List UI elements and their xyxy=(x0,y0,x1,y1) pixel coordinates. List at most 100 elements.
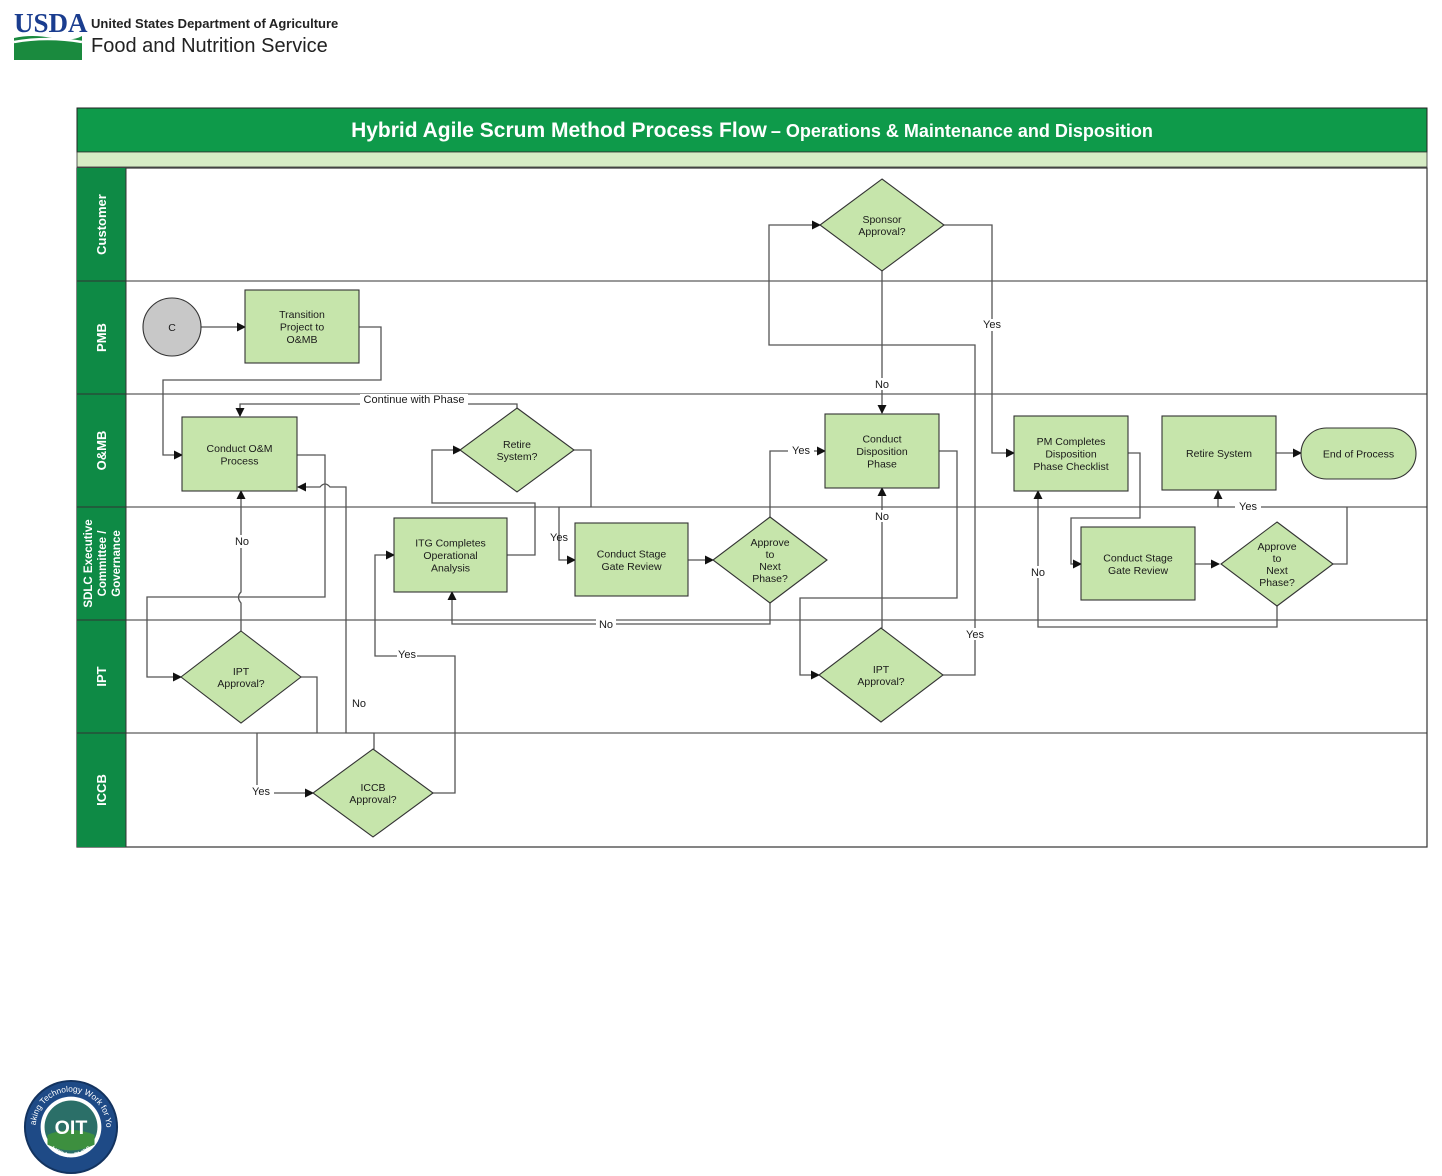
node-shape xyxy=(1161,415,1277,491)
usda-logo-text: USDA xyxy=(14,8,88,38)
label-iccb-no: No xyxy=(352,698,366,710)
node-label-line: Next xyxy=(1266,565,1288,577)
node-shape xyxy=(180,630,302,724)
node-shape xyxy=(574,522,689,597)
node-label-line: Next xyxy=(759,561,781,573)
edge-sponsor-yes xyxy=(944,224,1015,458)
label-approve2-yes: Yes xyxy=(1239,501,1257,513)
label-approve1-yes: Yes xyxy=(792,445,810,457)
lane-label-line: IPT xyxy=(94,666,109,686)
node-label-line: IPT xyxy=(873,664,890,676)
usda-logo: USDA xyxy=(13,8,88,60)
title-bar xyxy=(76,107,1428,153)
node-shape xyxy=(712,516,828,604)
node-label: End of Process xyxy=(1323,449,1394,461)
edge-disposition-to-ipt2 xyxy=(799,450,958,680)
node-label-line: Gate Review xyxy=(601,561,662,573)
node-shape xyxy=(1013,415,1129,492)
node-shape xyxy=(824,413,940,489)
edge-om-to-ipt1 xyxy=(146,454,326,682)
node-label-line: to xyxy=(1273,553,1282,565)
node-label-line: Approval? xyxy=(858,226,905,238)
node-label-line: Disposition xyxy=(856,446,908,458)
node-label-line: Approve xyxy=(1257,541,1296,553)
edge-iccb-no xyxy=(297,482,375,749)
node-shape xyxy=(459,407,575,493)
node-start-c: C xyxy=(142,297,202,357)
lane-label-line: Governance xyxy=(111,530,123,596)
edge-labels: Continue with Phase Yes No Yes No Yes No… xyxy=(232,319,1261,798)
node-label-line: Process xyxy=(221,455,259,467)
node-label-line: Conduct Stage xyxy=(597,548,667,560)
service-name: Food and Nutrition Service xyxy=(91,35,328,57)
node-shape xyxy=(1300,427,1417,480)
label-approve1-no: No xyxy=(599,619,613,631)
usda-logo-band xyxy=(13,37,83,44)
lane-label-omb: O&MB xyxy=(94,431,109,471)
node-label-line: Project to xyxy=(280,322,325,334)
lane-label-line: ICCB xyxy=(94,774,109,806)
usda-header: USDA United States Department of Agricul… xyxy=(13,8,338,60)
edge-checklist-to-sg2 xyxy=(1070,452,1141,569)
node-label-line: System? xyxy=(497,451,538,463)
diagram-title: Hybrid Agile Scrum Method Process Flow– … xyxy=(351,119,1153,142)
node-label-line: Operational xyxy=(423,550,477,562)
node-label-line: C xyxy=(168,322,176,334)
title-subbar xyxy=(76,151,1428,168)
label-retire-yes: Yes xyxy=(550,532,568,544)
edge-itg-to-retire xyxy=(431,445,536,556)
label-approve2-no: No xyxy=(1031,567,1045,579)
node-label-line: Conduct O&M xyxy=(207,443,273,455)
node-label-line: Approve xyxy=(750,537,789,549)
node-shape xyxy=(1220,521,1334,607)
node-label-line: Phase xyxy=(867,459,897,471)
diagram-title-main: Hybrid Agile Scrum Method Process Flow xyxy=(351,119,767,142)
node-label-line: Conduct xyxy=(862,434,901,446)
lane-label-line: Committee / xyxy=(97,530,109,597)
lane-label-pmb: PMB xyxy=(94,323,109,352)
oit-leaf xyxy=(47,1129,95,1151)
diagram-title-sub: – Operations & Maintenance and Dispositi… xyxy=(771,121,1153,141)
edge-approve2-no xyxy=(1033,490,1278,628)
node-label-line: PM Completes xyxy=(1037,436,1106,448)
node-label-line: Retire xyxy=(503,439,531,451)
label-sponsor-yes: Yes xyxy=(983,319,1001,331)
node-label-line: to xyxy=(766,549,775,561)
node-shape xyxy=(142,297,202,357)
label-sponsor-no: No xyxy=(875,379,889,391)
node-label-line: Analysis xyxy=(431,563,470,575)
lane-label-iccb: ICCB xyxy=(94,774,109,806)
node-end: End of Process xyxy=(1300,427,1417,480)
node-label-line: Gate Review xyxy=(1108,565,1169,577)
node-label-line: Phase Checklist xyxy=(1033,461,1108,473)
node-retire-system: Retire System xyxy=(1161,415,1277,491)
agency-name: United States Department of Agriculture xyxy=(91,16,338,31)
edge-retire-yes xyxy=(558,449,592,565)
node-label-line: Conduct Stage xyxy=(1103,552,1173,564)
